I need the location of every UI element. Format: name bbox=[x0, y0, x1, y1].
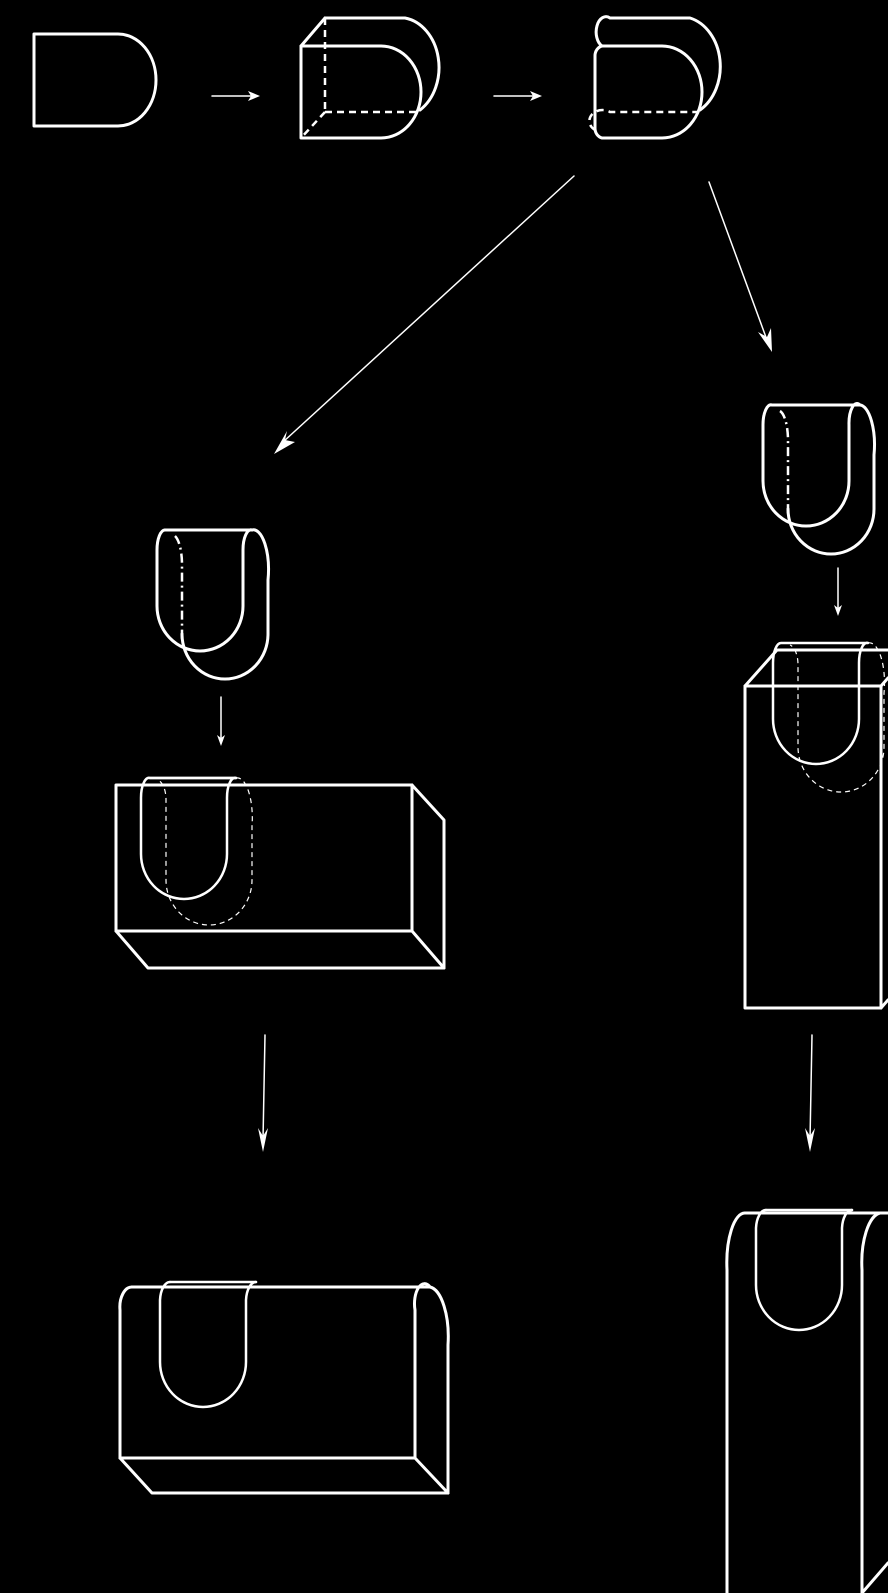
arrow-left-6-to-8 bbox=[258, 1035, 268, 1152]
arrow-right-5-to-7 bbox=[834, 568, 842, 616]
d-profile-box-extrusion bbox=[301, 18, 439, 138]
arrow-left-4-to-6 bbox=[217, 697, 225, 746]
rotated-half-cylinder-right bbox=[763, 404, 874, 554]
rounded-block-vertical bbox=[727, 1210, 888, 1593]
rotated-half-cylinder-left bbox=[157, 530, 268, 679]
arrow-right-7-to-9 bbox=[805, 1035, 815, 1152]
arrow-1-to-2 bbox=[212, 91, 260, 101]
arrow-2-to-3 bbox=[494, 91, 542, 101]
slotted-block-vertical bbox=[745, 643, 888, 1008]
arrow-to-left-branch bbox=[274, 176, 574, 454]
arrow-to-right-branch bbox=[709, 182, 772, 352]
half-cylinder-solid bbox=[589, 17, 720, 138]
slotted-block-horizontal bbox=[116, 778, 444, 968]
rounded-block-horizontal bbox=[120, 1282, 448, 1493]
d-profile-outline bbox=[34, 34, 156, 126]
